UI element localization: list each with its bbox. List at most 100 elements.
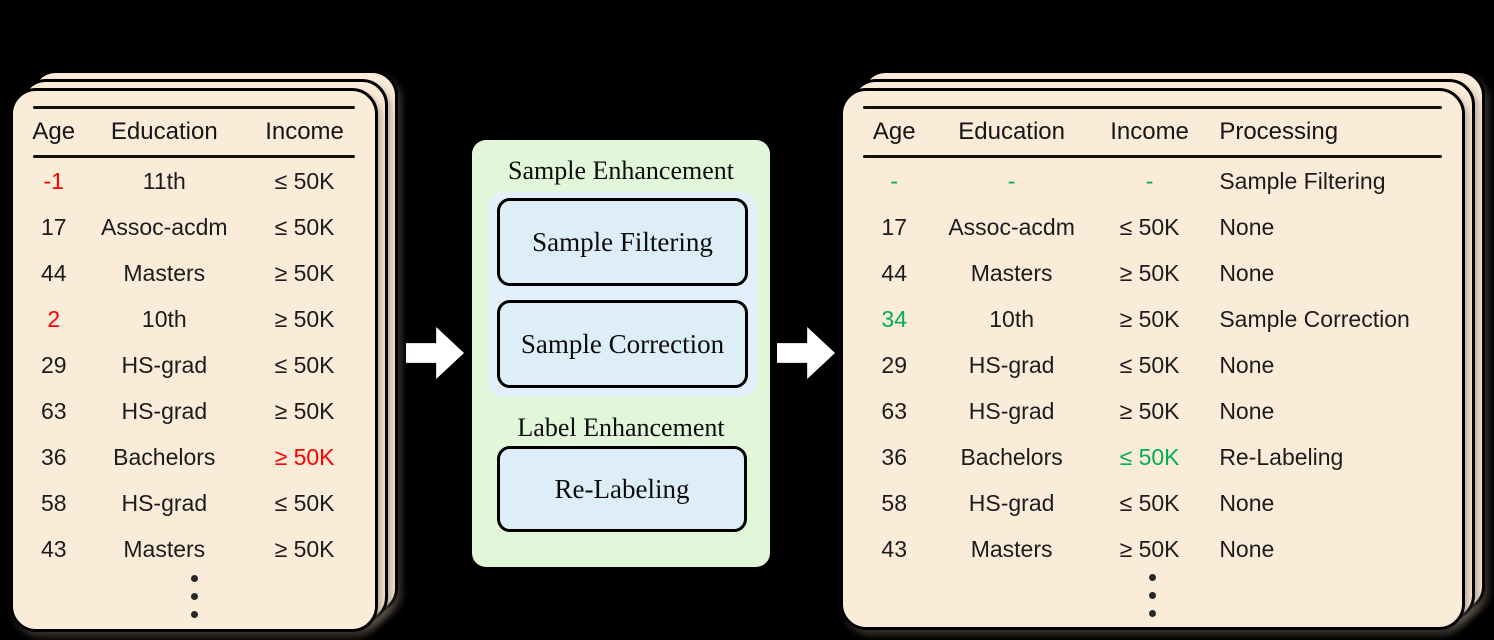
table-cell: ≤ 50K <box>1119 351 1180 378</box>
table-cell: ≥ 50K <box>1119 305 1180 332</box>
table-cell: HS-grad <box>121 489 208 516</box>
ellipsis-dot <box>190 611 198 618</box>
table-cell: None <box>1219 351 1275 378</box>
ellipsis-dot <box>190 575 198 582</box>
table-cell: -1 <box>43 167 64 194</box>
table-cell: ≥ 50K <box>1119 397 1180 424</box>
table-cell: 17 <box>881 213 908 240</box>
table-cell: 43 <box>40 535 67 562</box>
table-cell: Re-Labeling <box>1219 443 1344 470</box>
table-row: 44 Masters ≥ 50K None <box>859 250 1446 296</box>
table-cell: Assoc-acdm <box>948 213 1075 240</box>
table-cell: 63 <box>881 397 908 424</box>
table-header-row: Age Education Income Processing <box>859 109 1446 155</box>
table-cell: 29 <box>881 351 908 378</box>
table-cell: 10th <box>989 305 1034 332</box>
table-cell: ≥ 50K <box>274 305 335 332</box>
table-cell: None <box>1219 489 1275 516</box>
table-cell: Assoc-acdm <box>101 213 228 240</box>
table-cell: ≥ 50K <box>274 535 335 562</box>
table-row: 43 Masters ≥ 50K None <box>859 526 1446 572</box>
column-header-age: Age <box>32 118 76 145</box>
table-cell: - <box>1145 167 1154 194</box>
table-cell: None <box>1219 397 1275 424</box>
table-cell: 44 <box>40 259 67 286</box>
table-cell: Sample Filtering <box>1219 167 1386 194</box>
table-cell: 34 <box>881 305 908 332</box>
table-cell: None <box>1219 259 1275 286</box>
sample-filtering-box: Sample Filtering <box>497 198 748 286</box>
table-rule-top <box>863 106 1442 109</box>
ellipsis-dot <box>1149 574 1156 581</box>
table-rule-top <box>33 106 355 109</box>
table-cell: 11th <box>142 167 186 194</box>
column-header-income: Income <box>265 118 344 145</box>
ellipsis-dot <box>1149 610 1156 617</box>
table-cell: Masters <box>970 535 1053 562</box>
table-row: 44 Masters ≥ 50K <box>29 250 359 296</box>
table-row: 29 HS-grad ≤ 50K None <box>859 342 1446 388</box>
column-header-education: Education <box>958 118 1065 145</box>
enhancement-panel: Sample Enhancement Sample Filtering Samp… <box>472 140 770 567</box>
table-cell: Masters <box>123 535 206 562</box>
table-row: 36 Bachelors ≤ 50K Re-Labeling <box>859 434 1446 480</box>
table-cell: HS-grad <box>968 489 1055 516</box>
table-cell: ≤ 50K <box>274 351 335 378</box>
table-cell: None <box>1219 213 1275 240</box>
table-cell: 63 <box>40 397 67 424</box>
table-cell: 44 <box>881 259 908 286</box>
vertical-ellipsis-icon <box>859 572 1446 619</box>
table-cell: ≤ 50K <box>274 167 335 194</box>
table-cell: - <box>890 167 899 194</box>
column-header-processing: Processing <box>1219 118 1339 145</box>
table-cell: HS-grad <box>968 351 1055 378</box>
table-cell: ≤ 50K <box>1119 213 1180 240</box>
label-enhancement-title: Label Enhancement <box>517 413 725 442</box>
column-header-age: Age <box>872 118 916 145</box>
sample-correction-box: Sample Correction <box>497 300 748 388</box>
table-cell: HS-grad <box>968 397 1055 424</box>
table-rule-header <box>33 155 355 158</box>
table-header-row: Age Education Income <box>29 109 359 155</box>
output-dataset-table: Age Education Income Processing - - - Sample F… <box>840 88 1465 630</box>
column-header-education: Education <box>110 118 218 145</box>
table-cell: 43 <box>881 535 908 562</box>
table-row: - - - Sample Filtering <box>859 158 1446 204</box>
table-cell: ≥ 50K <box>1119 535 1180 562</box>
table-cell: None <box>1219 535 1275 562</box>
ellipsis-dot <box>1149 592 1156 599</box>
table-cell: ≥ 50K <box>1119 259 1180 286</box>
arrow-right-icon <box>406 327 464 379</box>
table-cell: ≥ 50K <box>274 443 335 470</box>
re-labeling-box: Re-Labeling <box>497 446 747 532</box>
table-cell: Masters <box>123 259 206 286</box>
table-cell: 2 <box>47 305 61 332</box>
column-header-income: Income <box>1110 118 1189 145</box>
table-cell: Bachelors <box>960 443 1063 470</box>
table-cell: Masters <box>970 259 1053 286</box>
table-cell: 36 <box>881 443 908 470</box>
table-cell: ≤ 50K <box>1119 443 1180 470</box>
table-cell: - <box>1007 167 1016 194</box>
table-row: 43 Masters ≥ 50K <box>29 526 359 572</box>
table-cell: ≥ 50K <box>274 397 335 424</box>
table-cell: ≤ 50K <box>274 489 335 516</box>
vertical-ellipsis-icon <box>29 572 359 621</box>
table-rule-header <box>863 155 1442 158</box>
table-cell: ≥ 50K <box>274 259 335 286</box>
table-cell: ≤ 50K <box>274 213 335 240</box>
table-row: -1 11th ≤ 50K <box>29 158 359 204</box>
table-cell: ≤ 50K <box>1119 489 1180 516</box>
table-cell: HS-grad <box>121 351 208 378</box>
table-cell: 36 <box>40 443 67 470</box>
sample-enhancement-title: Sample Enhancement <box>508 156 734 185</box>
